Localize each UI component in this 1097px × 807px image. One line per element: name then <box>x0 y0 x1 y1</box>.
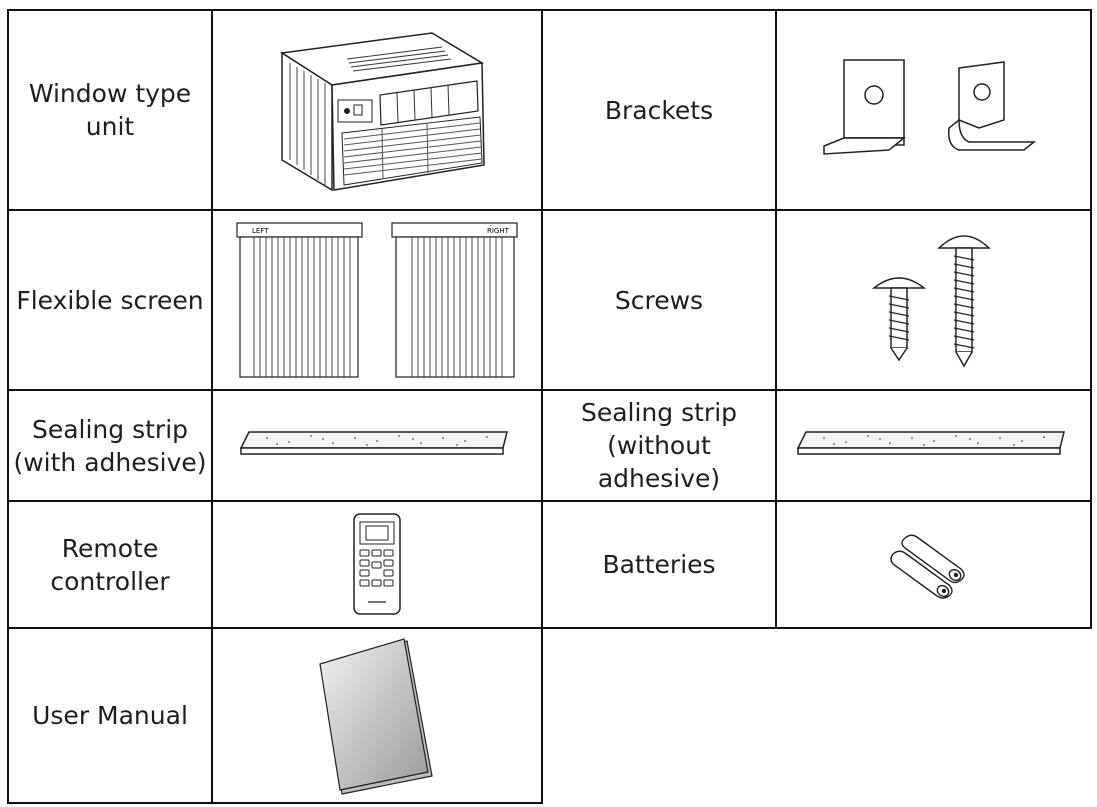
item-label: Flexible screen <box>16 285 204 315</box>
item-image-cell <box>775 9 1092 211</box>
item-image-cell <box>775 209 1092 391</box>
bracket-icon <box>822 59 1036 155</box>
item-label-cell: Sealing strip (with adhesive) <box>7 389 213 502</box>
manual-booklet-icon <box>319 637 433 795</box>
item-image-cell <box>211 389 543 502</box>
accessories-table: Window type unit <box>7 9 1092 804</box>
item-label: Window type unit <box>28 79 192 141</box>
item-label-cell: Remote controller <box>7 500 213 629</box>
empty-cell <box>776 628 1091 803</box>
table-row: Remote controller <box>7 500 1092 629</box>
screw-icon <box>871 235 991 368</box>
battery-icon <box>889 534 965 599</box>
item-label: Remote controller <box>50 533 170 596</box>
item-image-cell <box>775 500 1092 629</box>
window-ac-unit-icon <box>279 32 485 192</box>
item-label: Batteries <box>602 550 716 579</box>
sealing-strip-icon <box>239 430 508 455</box>
table-row: Flexible screen LEFT RIGHT <box>7 209 1092 391</box>
item-image-cell: LEFT RIGHT <box>211 209 543 391</box>
item-label: Sealing strip (without adhesive) <box>580 398 738 493</box>
table-row: User Manual <box>7 627 1091 804</box>
item-label: Sealing strip (with adhesive) <box>13 414 207 477</box>
empty-cell <box>542 628 776 803</box>
item-label-cell: User Manual <box>7 627 213 804</box>
item-label-cell: Sealing strip (without adhesive) <box>541 389 777 502</box>
item-image-cell <box>775 389 1092 502</box>
item-label: Screws <box>614 285 704 315</box>
sealing-strip-icon <box>796 430 1065 455</box>
item-label-cell: Window type unit <box>7 9 213 211</box>
item-label: Brackets <box>604 95 714 125</box>
screen-left-label: LEFT <box>252 227 269 235</box>
item-label-cell: Batteries <box>541 500 777 629</box>
table-row: Sealing strip (with adhesive) <box>7 389 1092 502</box>
item-label: User Manual <box>32 701 188 730</box>
item-label-cell: Flexible screen <box>7 209 213 391</box>
item-image-cell <box>211 500 543 629</box>
remote-controller-icon <box>353 513 401 615</box>
table-row: Window type unit <box>7 9 1092 211</box>
item-label-cell: Screws <box>541 209 777 391</box>
screen-right-label: RIGHT <box>487 227 510 235</box>
item-image-cell <box>211 627 543 804</box>
flexible-screen-icon: LEFT RIGHT <box>236 221 518 378</box>
item-label-cell: Brackets <box>541 9 777 211</box>
item-image-cell <box>211 9 543 211</box>
